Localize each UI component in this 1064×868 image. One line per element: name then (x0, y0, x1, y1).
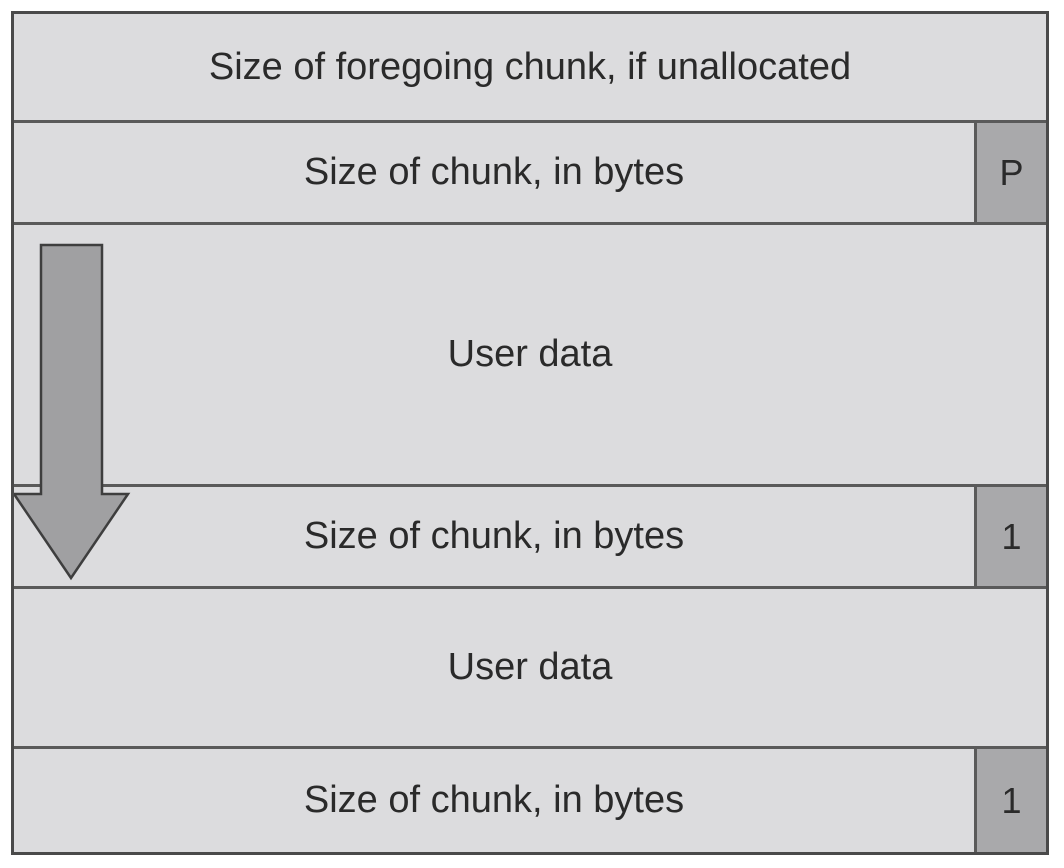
divider (14, 120, 1046, 123)
flag-cell-1: 1 (974, 487, 1046, 586)
divider (14, 222, 1046, 225)
divider (14, 586, 1046, 589)
row-size-1: Size of chunk, in bytes P (14, 123, 1046, 222)
memory-chunk-diagram: Size of foregoing chunk, if unallocated … (11, 11, 1049, 855)
row-prev-size: Size of foregoing chunk, if unallocated (14, 14, 1046, 120)
user-data-1-label: User data (447, 333, 613, 375)
row-user-data-1: User data (14, 225, 1046, 484)
size-2-label: Size of chunk, in bytes (303, 515, 685, 557)
flag-cell-p: P (974, 123, 1046, 222)
user-data-2-label: User data (447, 646, 613, 688)
size-1-label: Size of chunk, in bytes (303, 151, 685, 193)
divider (14, 746, 1046, 749)
prev-size-label: Size of foregoing chunk, if unallocated (208, 45, 852, 88)
size-3-label: Size of chunk, in bytes (303, 779, 685, 821)
divider (14, 484, 1046, 487)
flag-cell-1: 1 (974, 749, 1046, 852)
row-user-data-2: User data (14, 589, 1046, 746)
row-size-3: Size of chunk, in bytes 1 (14, 749, 1046, 852)
row-size-2: Size of chunk, in bytes 1 (14, 487, 1046, 586)
